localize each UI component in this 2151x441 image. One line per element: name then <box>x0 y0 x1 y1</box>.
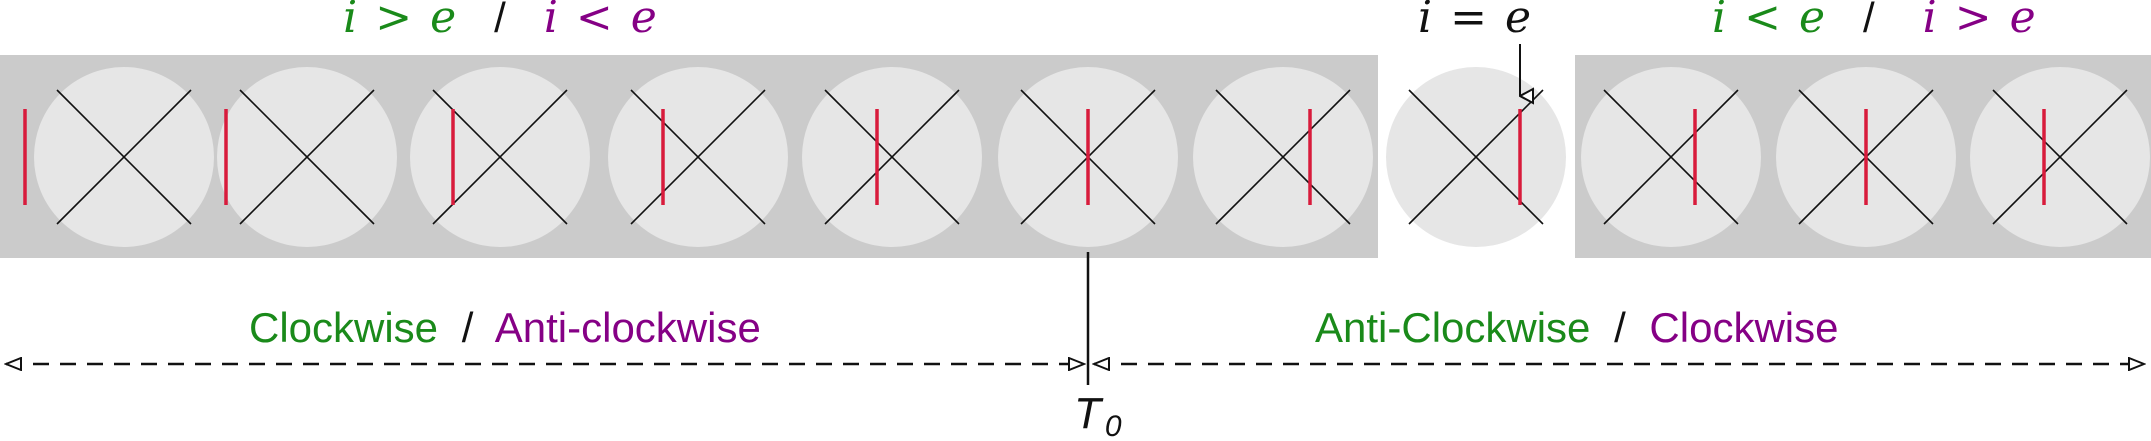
disc-7 <box>1193 67 1373 247</box>
t0-base: T <box>1074 389 1104 438</box>
bottom-label-left: Clockwise / Anti-clockwise <box>249 304 761 351</box>
label-e: e <box>430 0 456 43</box>
disc-10 <box>1776 67 1956 247</box>
label-i: i <box>1418 0 1432 43</box>
direction-label: Clockwise <box>1649 304 1838 351</box>
label-e: e <box>1505 0 1531 43</box>
cross-line-b <box>1603 89 1739 225</box>
disc-sequence <box>23 67 2150 247</box>
label-op: = <box>1450 0 1487 43</box>
cross-line-b <box>1215 89 1351 225</box>
bottom-label-right: Anti-Clockwise / Clockwise <box>1315 304 1838 351</box>
label-op: > <box>1955 0 1992 43</box>
disc-2 <box>217 67 397 247</box>
disc-1 <box>23 67 214 247</box>
label-op: < <box>576 0 613 43</box>
label-i: i <box>1923 0 1937 43</box>
label-sep: / <box>1863 0 1875 41</box>
cross-line-b <box>824 89 960 225</box>
label-sep: / <box>1614 304 1626 351</box>
label-e: e <box>1799 0 1825 43</box>
cross-line-b <box>630 89 766 225</box>
label-i: i <box>1712 0 1726 43</box>
label-e: e <box>2010 0 2036 43</box>
direction-label: Clockwise <box>249 304 438 351</box>
disc-5 <box>802 67 982 247</box>
label-op: < <box>1744 0 1781 43</box>
disc-9 <box>1581 67 1761 247</box>
cross-line-b <box>1992 89 2128 225</box>
label-i: i <box>343 0 357 43</box>
cross-line-b <box>56 89 192 225</box>
top-label-left: i > e / i < e <box>343 0 657 43</box>
disc-6 <box>998 67 1178 247</box>
label-sep: / <box>462 304 474 351</box>
direction-label: Anti-Clockwise <box>1315 304 1590 351</box>
label-e: e <box>631 0 657 43</box>
top-label-right: i < e / i > e <box>1712 0 2036 43</box>
direction-label: Anti-clockwise <box>495 304 761 351</box>
disc-11 <box>1970 67 2150 247</box>
label-op: > <box>375 0 412 43</box>
cross-line-b <box>239 89 375 225</box>
cross-line-b <box>432 89 568 225</box>
disc-8 <box>1386 67 1566 247</box>
disc-3 <box>410 67 590 247</box>
top-label-middle: i = e <box>1418 0 1531 43</box>
label-i: i <box>544 0 558 43</box>
t0-subscript: 0 <box>1105 410 1122 441</box>
disc-4 <box>608 67 788 247</box>
t0-label: T 0 <box>1074 389 1122 441</box>
label-sep: / <box>494 0 506 41</box>
